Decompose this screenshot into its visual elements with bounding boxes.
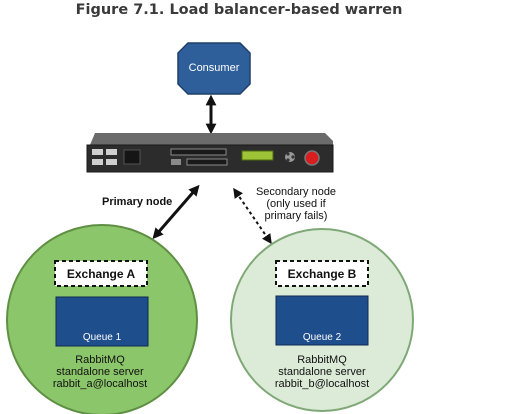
secondary-node-label: Secondary node (256, 186, 336, 198)
secondary-node-note-2: primary fails) (265, 210, 328, 222)
exchange-a-label: Exchange A (67, 267, 136, 281)
queue-1-box (55, 296, 149, 347)
exchange-b-label: Exchange B (288, 267, 357, 281)
node-a-hostname: rabbit_a@localhost (53, 378, 147, 390)
figure-title: Figure 7.1. Load balancer-based warren (75, 2, 403, 18)
node-b-hostname: rabbit_b@localhost (275, 378, 369, 390)
primary-node-label: Primary node (102, 196, 172, 208)
node-a-type: RabbitMQ (75, 354, 125, 366)
load-balancer-icon (86, 133, 334, 173)
queue-2-label: Queue 2 (303, 332, 342, 343)
node-b-type: RabbitMQ (297, 354, 347, 366)
consumer-label: Consumer (189, 62, 240, 74)
secondary-node-note-1: (only used if (266, 198, 326, 210)
queue-2-box (275, 295, 369, 346)
exchange-a-box (54, 260, 148, 287)
exchange-b-box (275, 260, 369, 287)
node-a-desc: standalone server (56, 366, 144, 378)
queue-1-label: Queue 1 (83, 332, 122, 343)
node-b-desc: standalone server (278, 366, 366, 378)
primary-link-arrow (152, 184, 200, 240)
rabbitmq-node-b: Exchange B Queue 2 RabbitMQ standalone s… (230, 228, 414, 412)
consumer-node: Consumer (177, 42, 251, 95)
rabbitmq-node-a: Exchange A Queue 1 RabbitMQ standalone s… (6, 224, 198, 414)
secondary-link-arrow (233, 187, 272, 245)
